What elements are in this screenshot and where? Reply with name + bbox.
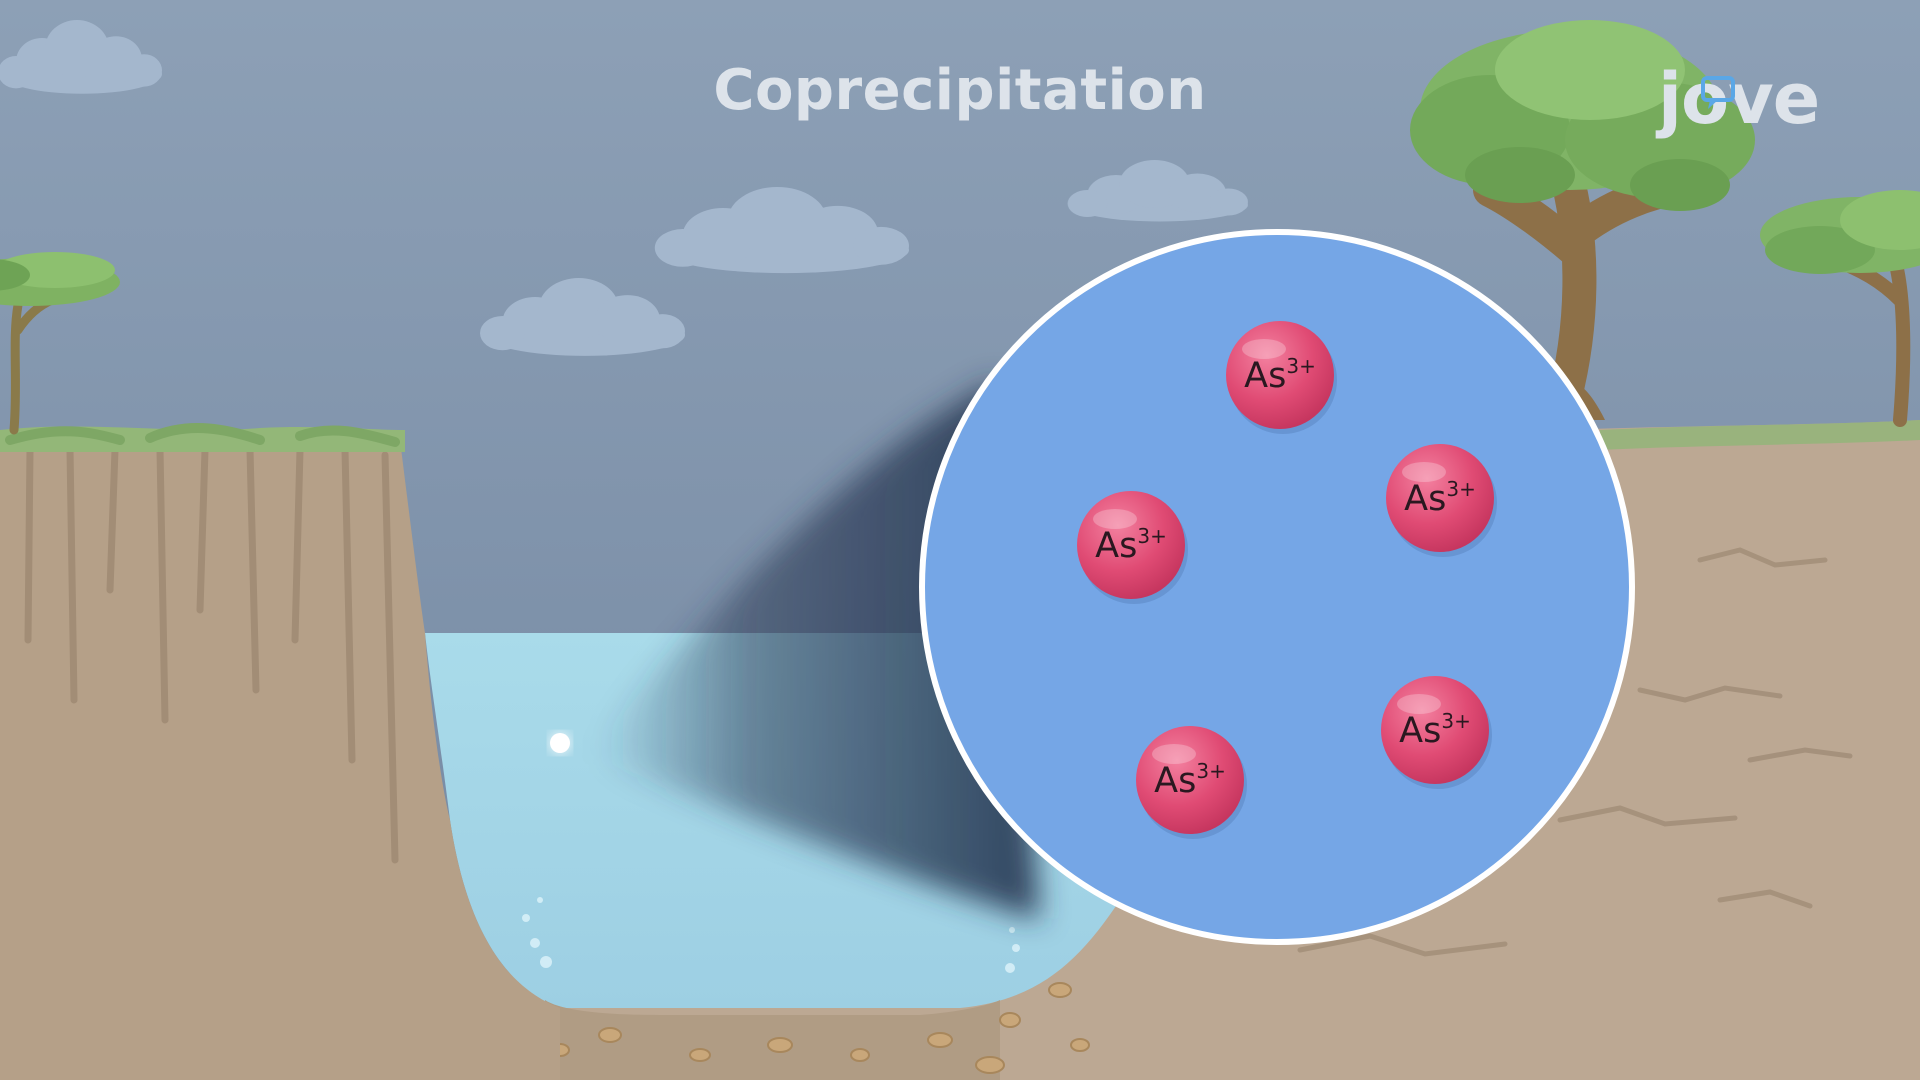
ions: As3+As3+As3+As3+As3+ [1077, 321, 1497, 839]
ion-as3plus: As3+ [1381, 676, 1492, 789]
ion-as3plus: As3+ [1386, 444, 1497, 557]
ion-symbol: As [1154, 761, 1196, 801]
ion-as3plus: As3+ [1226, 321, 1337, 434]
ion-sphere [1136, 726, 1244, 834]
ground-cracks [1297, 547, 1853, 957]
ion-charge: 3+ [1137, 524, 1166, 548]
ion-label: As3+ [1404, 477, 1476, 519]
cliff-striations [24, 446, 399, 864]
left-cliff [0, 440, 560, 1080]
ion-sphere [1226, 321, 1334, 429]
ion-charge: 3+ [1286, 354, 1315, 378]
jove-logo: jove [1658, 54, 1828, 144]
ion-symbol: As [1095, 526, 1137, 566]
ion-label: As3+ [1244, 354, 1316, 396]
ion-symbol: As [1404, 479, 1446, 519]
left-tree [0, 252, 120, 435]
ion-charge: 3+ [1196, 759, 1225, 783]
ion-charge: 3+ [1441, 709, 1470, 733]
bubbles [522, 897, 1020, 973]
ion-label: As3+ [1399, 709, 1471, 751]
far-right-tree [1760, 190, 1920, 427]
ion-symbol: As [1399, 711, 1441, 751]
ion-sphere [1077, 491, 1185, 599]
right-tree [1410, 20, 1755, 432]
ion-as3plus: As3+ [1077, 491, 1188, 604]
page-title: Coprecipitation [713, 58, 1207, 123]
logo-text: jove [1658, 58, 1820, 140]
ion-sphere [1381, 676, 1489, 784]
ion-as3plus: As3+ [1136, 726, 1247, 839]
ion-sphere [1386, 444, 1494, 552]
ion-symbol: As [1244, 356, 1286, 396]
speech-bubble-icon [1701, 76, 1735, 109]
ion-label: As3+ [1095, 524, 1167, 566]
ion-label: As3+ [1154, 759, 1226, 801]
ion-charge: 3+ [1446, 477, 1475, 501]
